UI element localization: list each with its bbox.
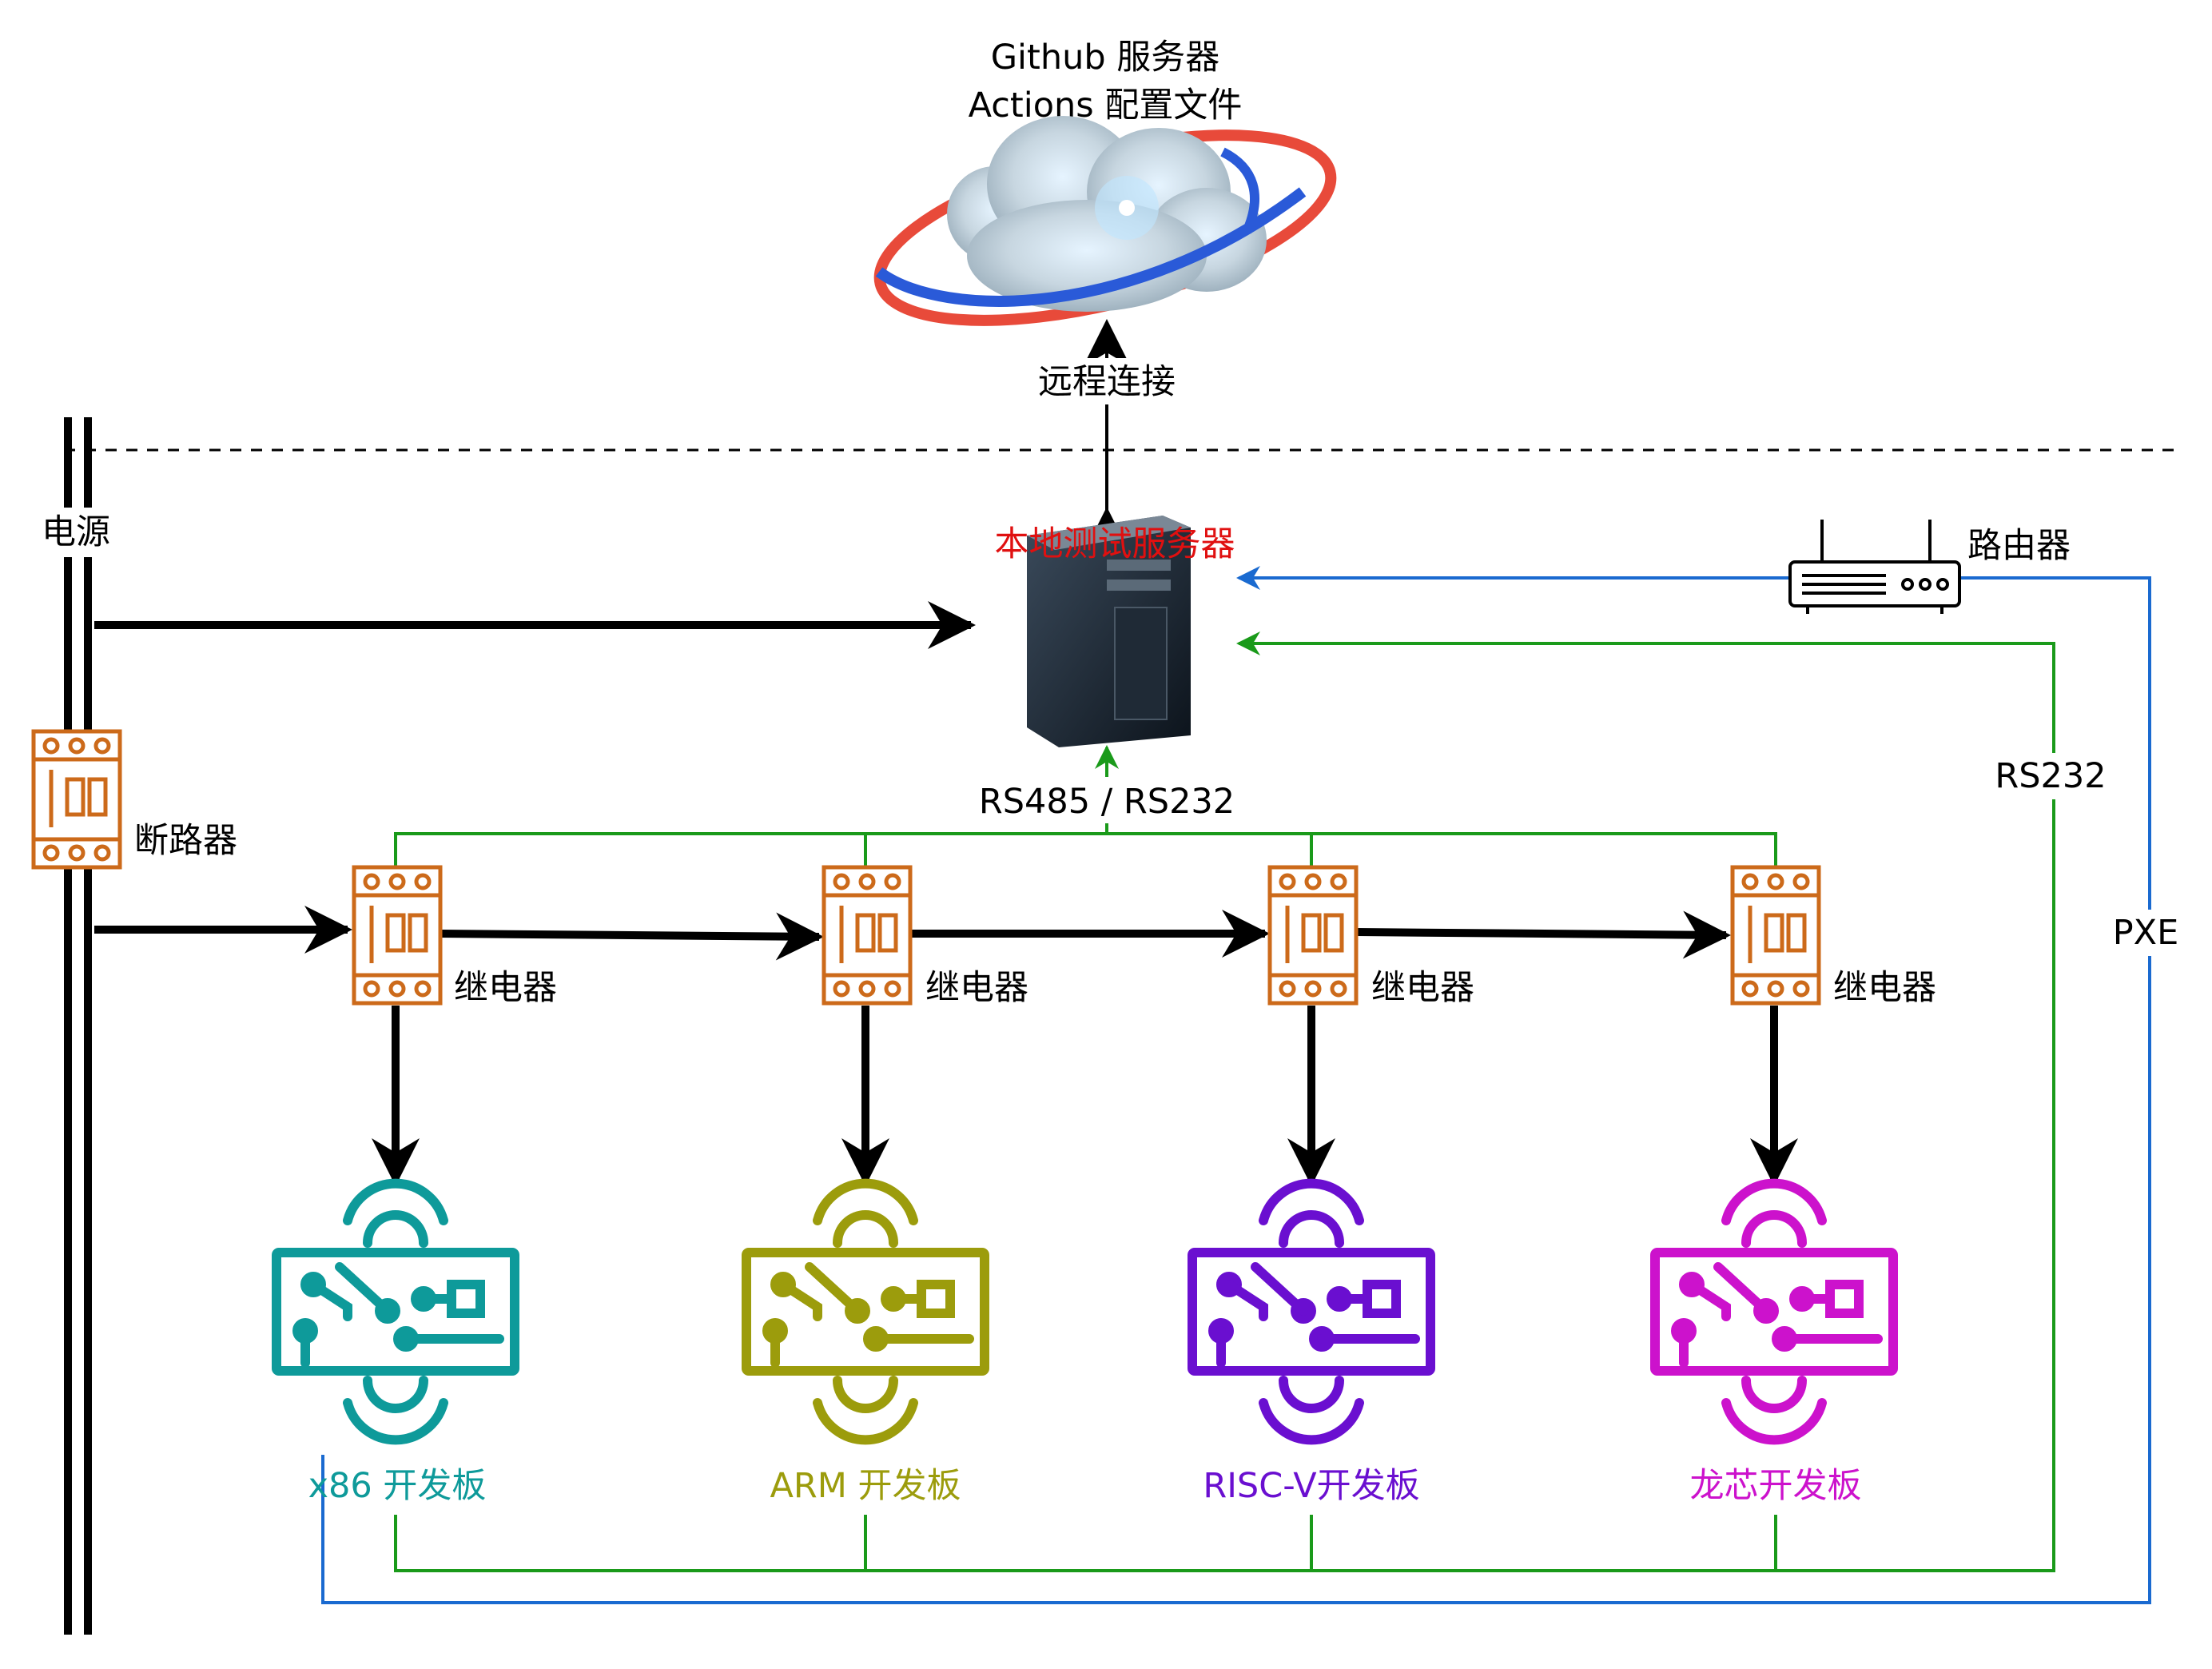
board-label: 龙芯开发板 [1690,1466,1862,1506]
board-icon [1188,1178,1435,1445]
power-label: 电源 [42,512,110,552]
board-icon [272,1178,519,1445]
relay-4: 继电器 [1730,865,1936,1008]
board-riscv: RISC-V开发板 [1188,1178,1435,1506]
relay-label: 继电器 [454,968,557,1008]
relay-label: 继电器 [1371,968,1474,1008]
router-label: 路由器 [1967,526,2071,566]
relay-icon [352,865,443,1006]
pxe-label: PXE [2113,913,2179,953]
relay-icon [1730,865,1821,1006]
board-label: ARM 开发板 [770,1466,961,1506]
relay-3: 继电器 [1267,865,1474,1008]
server-label: 本地测试服务器 [995,524,1235,564]
breaker-icon [31,729,122,870]
cloud-title-line2: Actions 配置文件 [969,86,1243,125]
board-icon [742,1178,989,1445]
board-x86: x86 开发板 [272,1178,519,1506]
breaker-label: 断路器 [134,821,237,861]
bus-label: RS485 / RS232 [979,782,1235,822]
relay-icon [1267,865,1359,1006]
power-rails [64,417,92,1635]
board-label: x86 开发板 [308,1466,487,1506]
board-label: RISC-V开发板 [1203,1466,1419,1506]
remote-link-label: 远程连接 [1038,362,1176,402]
board-arm: ARM 开发板 [742,1178,989,1506]
board-loongson: 龙芯开发板 [1650,1178,1898,1506]
cloud-icon [873,116,1337,326]
relay-label: 继电器 [1833,968,1936,1008]
pxe-link [321,566,2151,1604]
relay-icon [822,865,913,1006]
relay-1: 继电器 [352,865,557,1008]
board-icon [1650,1178,1898,1445]
relay1-to-relay2-arrow [440,912,824,961]
relay3-to-relay4-arrow [1356,910,1731,959]
router-icon [1788,520,1961,614]
rs232-label: RS232 [1995,756,2106,796]
cloud-title-line1: Github 服务器 [991,38,1220,78]
server-icon [1027,516,1191,747]
relay-label: 继电器 [925,968,1028,1008]
relay-2: 继电器 [822,865,1028,1008]
